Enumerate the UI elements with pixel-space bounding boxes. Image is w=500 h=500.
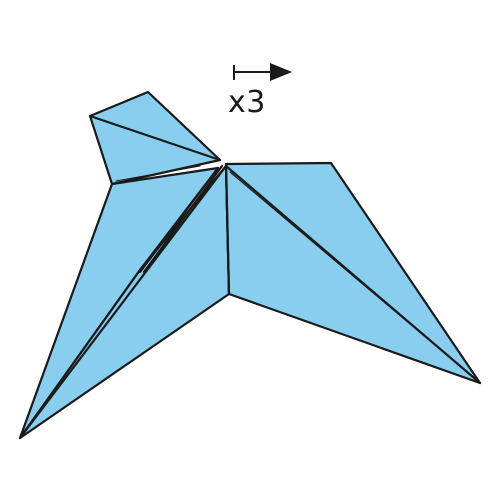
- center-vertical-fold: [224, 164, 231, 296]
- left-wing-crease-inner: [142, 164, 224, 274]
- folded-paper-model: [18, 90, 482, 440]
- head-crease-lower: [115, 165, 201, 182]
- repeat-count-label: x3: [228, 85, 266, 120]
- left-wing-crease-outer: [138, 166, 220, 274]
- left-diagonal-fold: [18, 164, 228, 440]
- repeat-arrow: [233, 63, 292, 81]
- head-crease-top: [88, 114, 222, 162]
- right-diagonal-fold-double: [229, 171, 481, 384]
- arrow-head: [270, 63, 292, 81]
